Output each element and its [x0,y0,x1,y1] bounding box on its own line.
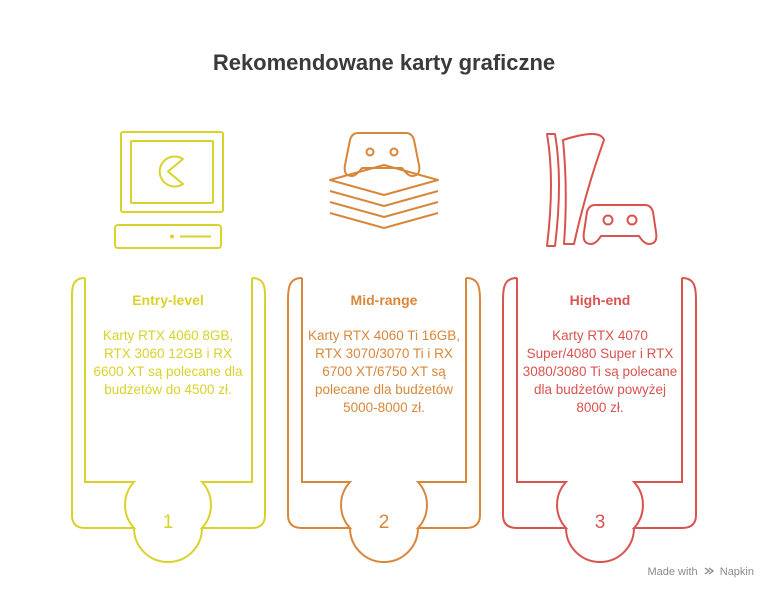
console-gamepad-icon [546,133,658,247]
card-mid-range: Mid-range Karty RTX 4060 Ti 16GB, RTX 30… [306,292,462,417]
card-title: High-end [569,292,631,308]
card-description: Karty RTX 4070 Super/4080 Super i RTX 30… [522,328,678,415]
made-with-napkin[interactable]: Made with Napkin [647,566,754,578]
napkin-logo-icon [701,566,717,578]
card-entry-level: Entry-level Karty RTX 4060 8GB, RTX 3060… [90,292,246,399]
card-number: 1 [162,512,174,533]
card-title: Entry-level [132,292,204,308]
card-number: 2 [378,512,390,533]
computer-pacman-icon [114,131,224,249]
card-frame-2 [286,277,482,563]
card-title: Mid-range [350,292,418,308]
card-frame-1 [70,277,267,563]
card-high-end: High-end Karty RTX 4070 Super/4080 Super… [522,292,678,417]
card-number: 3 [594,512,606,533]
gamepad-layers-icon [329,132,439,229]
card-description: Karty RTX 4060 Ti 16GB, RTX 3070/3070 Ti… [307,328,461,415]
napkin-brand: Napkin [719,566,754,578]
card-frame-3 [501,277,698,563]
page-title: Rekomendowane karty graficzne [212,50,556,75]
card-description: Karty RTX 4060 8GB, RTX 3060 12GB i RX 6… [93,328,243,397]
made-with-label: Made with [647,566,698,578]
